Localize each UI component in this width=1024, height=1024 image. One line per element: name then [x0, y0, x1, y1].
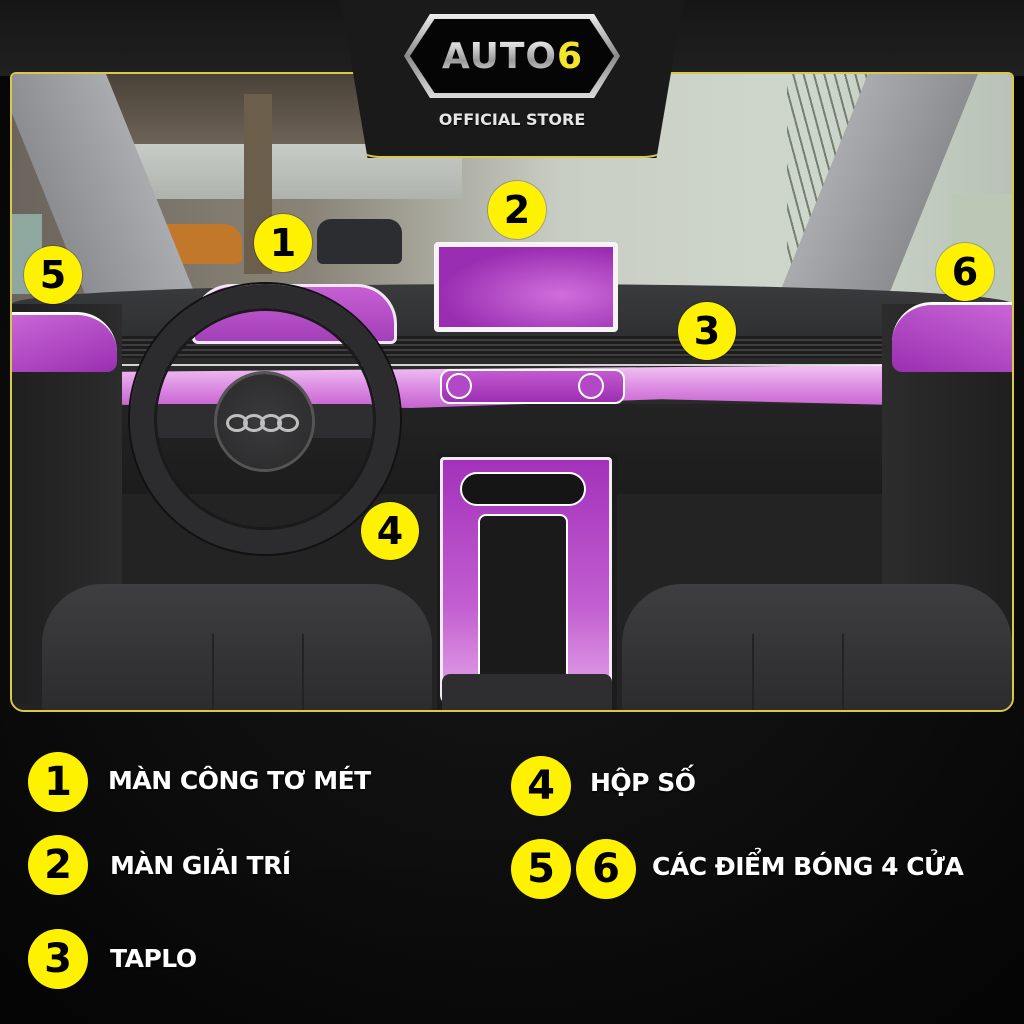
official-store-label: OFFICIAL STORE — [438, 110, 586, 129]
callout-badge-2: 2 — [488, 181, 546, 239]
logo-text: AUTO — [441, 35, 558, 77]
seat-seam — [842, 634, 844, 710]
gear-shifter — [478, 514, 568, 684]
legend-label-5-6: CÁC ĐIỂM BÓNG 4 CỬA — [652, 852, 964, 881]
driver-seat — [42, 584, 432, 710]
logo-accent-number: 6 — [557, 35, 583, 77]
legend-label-1: MÀN CÔNG TƠ MÉT — [108, 766, 371, 795]
car-interior-photo — [10, 72, 1014, 712]
climate-knob-left — [446, 373, 472, 399]
legend-badge-3: 3 — [28, 929, 88, 989]
legend-label-2: MÀN GIẢI TRÍ — [110, 851, 291, 880]
legend-badge-1: 1 — [28, 752, 88, 812]
climate-knob-right — [578, 373, 604, 399]
interior-scene — [12, 74, 1012, 710]
legend-badge-2: 2 — [28, 835, 88, 895]
passenger-seat — [622, 584, 1012, 710]
cup-holder — [460, 472, 586, 506]
callout-badge-3: 3 — [678, 302, 736, 360]
left-door-trim-highlight — [12, 312, 117, 372]
dark-car — [317, 219, 402, 264]
legend-label-4: HỘP SỐ — [590, 768, 696, 797]
seat-seam — [752, 634, 754, 710]
right-door-trim-highlight — [892, 302, 1012, 372]
callout-badge-5: 5 — [24, 246, 82, 304]
seat-seam — [212, 634, 214, 710]
legend-badge-4: 4 — [511, 756, 571, 816]
callout-badge-1: 1 — [254, 214, 312, 272]
callout-badge-4: 4 — [361, 502, 419, 560]
legend-badge-5: 5 — [511, 839, 571, 899]
legend-badge-6: 6 — [576, 839, 636, 899]
armrest — [442, 674, 612, 710]
legend-label-3: TAPLO — [110, 944, 197, 973]
infotainment-screen — [434, 242, 618, 332]
infotainment-screen-highlight — [439, 247, 613, 327]
seat-seam — [302, 634, 304, 710]
dashboard-trim-outline — [12, 364, 1012, 408]
callout-badge-6: 6 — [936, 243, 994, 301]
audi-rings-logo — [226, 414, 304, 432]
